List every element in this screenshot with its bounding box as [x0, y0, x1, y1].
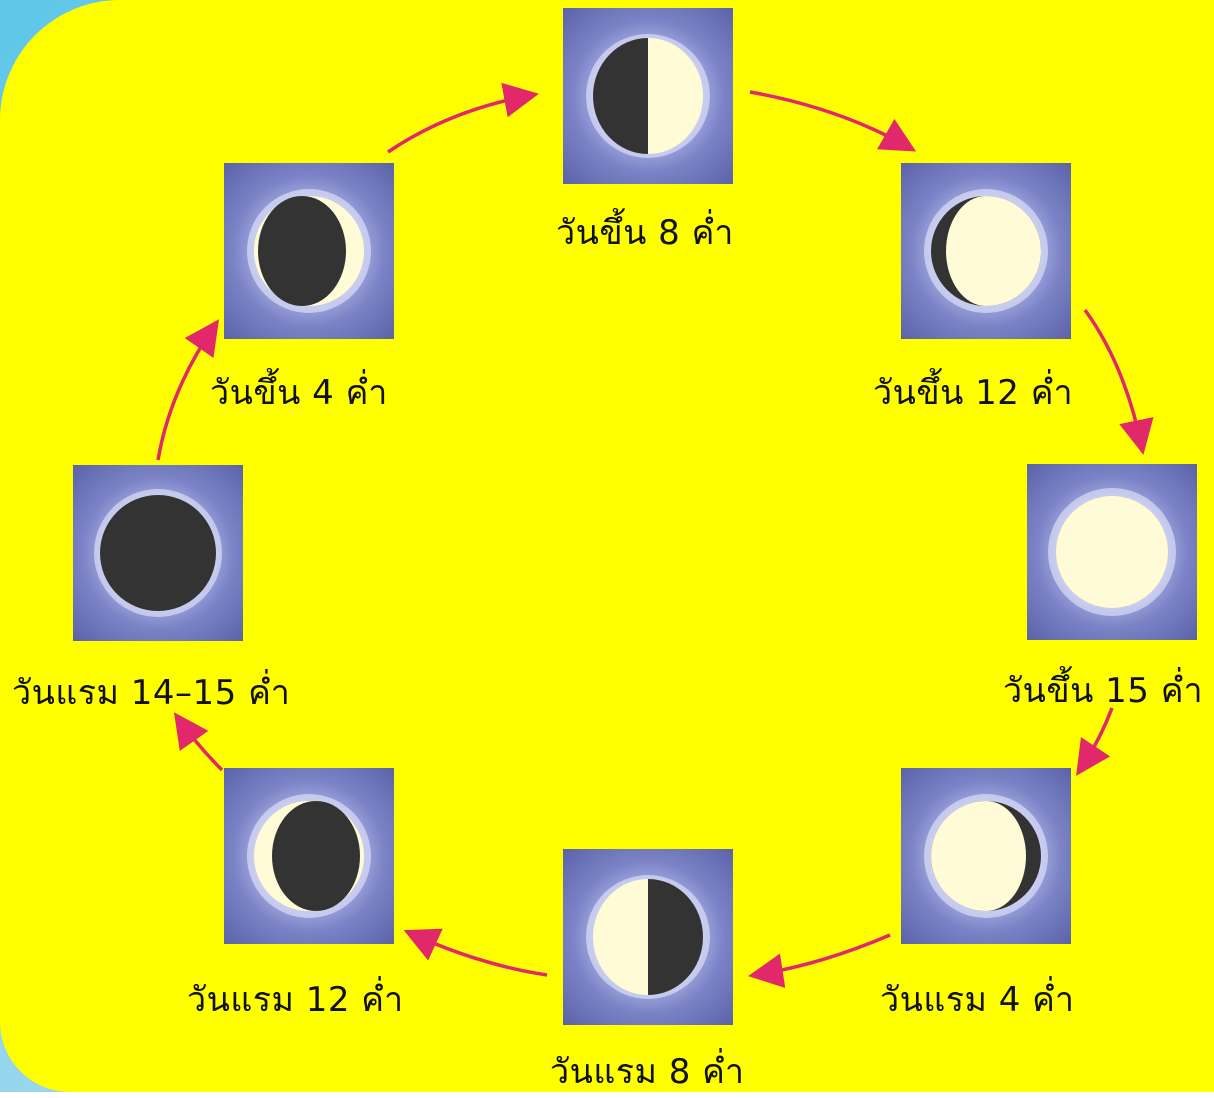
moon-waxing-4-icon — [247, 189, 371, 313]
moon-tile-waxing-12 — [901, 163, 1071, 339]
moon-tile-waxing-4 — [224, 163, 394, 339]
label-waning-8: วันแรม 8 ค่ำ — [550, 1052, 745, 1092]
label-waxing-4: วันขึ้น 4 ค่ำ — [210, 373, 388, 413]
moon-waxing-8-icon — [586, 34, 710, 158]
moon-tile-waning-8 — [563, 849, 733, 1025]
moon-tile-waning-12 — [224, 768, 394, 944]
moon-tile-waxing-15 — [1027, 464, 1197, 640]
moon-waxing-12-icon — [924, 189, 1048, 313]
label-waxing-12: วันขึ้น 12 ค่ำ — [873, 373, 1074, 413]
moon-waning-4-icon — [924, 794, 1048, 918]
label-waxing-15: วันขึ้น 15 ค่ำ — [1003, 671, 1204, 711]
moon-waning-8-icon — [586, 875, 710, 999]
moon-tile-waning-4 — [901, 768, 1071, 944]
label-new-moon: วันแรม 14–15 ค่ำ — [12, 673, 291, 713]
label-waning-12: วันแรม 12 ค่ำ — [187, 980, 404, 1020]
moon-new-icon — [94, 489, 222, 617]
label-waxing-8: วันขึ้น 8 ค่ำ — [556, 213, 734, 253]
moon-tile-waxing-8 — [563, 8, 733, 184]
moon-tile-new-moon — [73, 465, 243, 641]
label-waning-4: วันแรม 4 ค่ำ — [880, 980, 1075, 1020]
moon-waning-12-icon — [247, 794, 371, 918]
moon-full-icon — [1048, 488, 1176, 616]
